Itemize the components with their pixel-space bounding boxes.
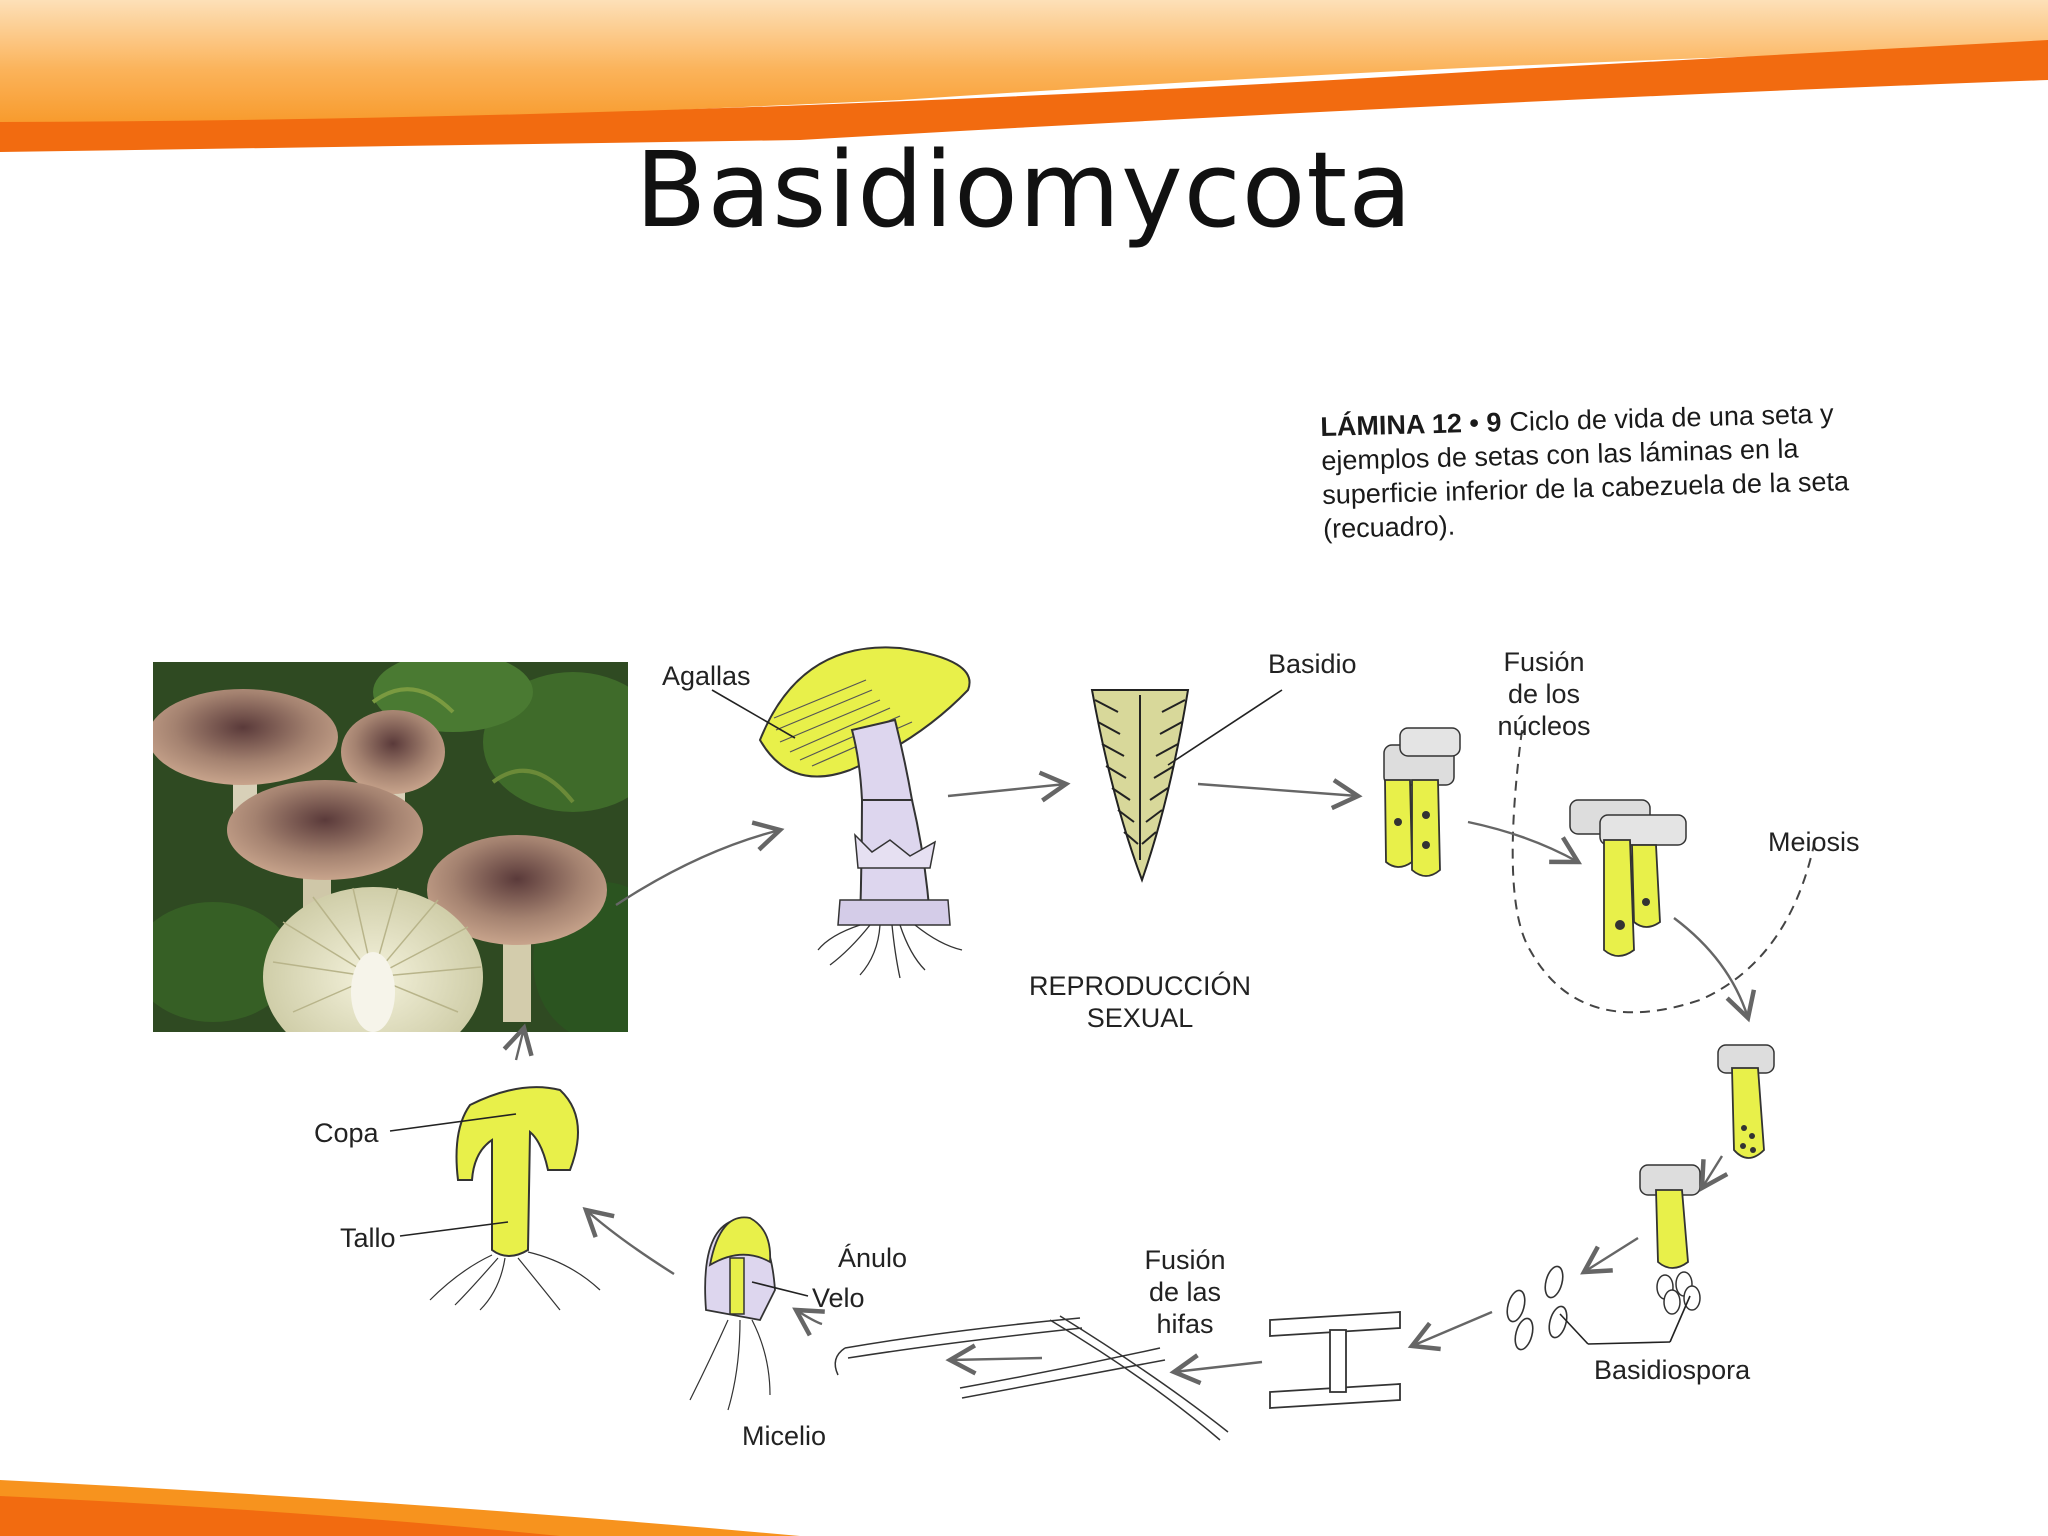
slide-title: Basidiomycota (635, 129, 1413, 251)
label-reproduccion-line2: SEXUAL (1086, 1003, 1194, 1033)
label-reproduccion-sexual: REPRODUCCIÓN SEXUAL (1005, 970, 1275, 1034)
label-basidio: Basidio (1268, 649, 1357, 679)
label-fusion-hifas: Fusión de las hifas (1130, 1244, 1240, 1340)
meiosis-dashed-boundary (1511, 729, 1816, 1014)
label-tallo: Tallo (340, 1223, 396, 1253)
label-anulo: Ánulo (838, 1243, 908, 1273)
label-fusion-hifas-line1: Fusión (1144, 1245, 1226, 1275)
cycle-arrows (502, 770, 1757, 1386)
basidium-four-nuclei-drawing (1717, 1044, 1775, 1159)
hyphae-fusion-drawing (1269, 1311, 1401, 1409)
mycelium-threads-drawing (834, 1315, 1229, 1441)
label-fusion-hifas-line3: hifas (1156, 1309, 1214, 1339)
arrow-mushroom-to-gill (947, 770, 1071, 803)
arrow-to-button (792, 1307, 825, 1337)
basidiospores-drawing (1506, 1265, 1568, 1351)
button-stage-drawing (689, 1216, 776, 1411)
top-orange-band (0, 0, 2048, 140)
arrow-to-meiosis (1467, 820, 1583, 865)
arrow-to-photo (502, 1023, 534, 1061)
label-fusion-nucleos-line1: Fusión (1503, 647, 1585, 677)
arrow-to-basidiospores (1580, 1236, 1639, 1275)
label-reproduccion-line1: REPRODUCCIÓN (1028, 971, 1251, 1001)
label-fusion-hifas-line2: de las (1148, 1277, 1222, 1307)
meiosis-basidia-drawing (1569, 799, 1687, 957)
top-orange-stripe (0, 40, 2048, 152)
arrow-along-mycelium (945, 1343, 1043, 1376)
basidium-with-spores-drawing (1639, 1164, 1701, 1315)
bottom-orange-stripe (0, 1496, 560, 1536)
mushroom-photo (153, 662, 628, 1032)
label-basidiospora: Basidiospora (1594, 1355, 1751, 1385)
arrow-to-hyphae-fusion (1407, 1310, 1493, 1352)
gill-with-basidia-drawing (1090, 689, 1190, 883)
mature-mushroom-drawing (758, 646, 971, 979)
label-agallas: Agallas (662, 661, 751, 691)
label-meiosis: Meiosis (1768, 827, 1860, 857)
young-mushroom-drawing (429, 1086, 601, 1311)
label-micelio: Micelio (742, 1421, 827, 1451)
label-fusion-nucleos-line2: de los (1507, 679, 1581, 709)
label-velo: Velo (812, 1283, 865, 1313)
label-leader-lines (389, 689, 1691, 1345)
arrow-to-mycelium (1169, 1353, 1263, 1386)
arrow-to-spores-stage (1699, 1155, 1729, 1192)
label-fusion-nucleos-line3: núcleos (1497, 711, 1591, 741)
arrow-photo-to-mushroom (615, 820, 785, 907)
nuclear-fusion-basidia-drawing (1383, 727, 1461, 877)
label-fusion-nucleos: Fusión de los núcleos (1484, 646, 1604, 742)
arrow-gill-to-basidia (1197, 778, 1363, 811)
arrow-to-young-mushroom (582, 1206, 675, 1276)
arrow-to-four-nuclei (1673, 917, 1757, 1023)
label-copa: Copa (314, 1118, 379, 1148)
